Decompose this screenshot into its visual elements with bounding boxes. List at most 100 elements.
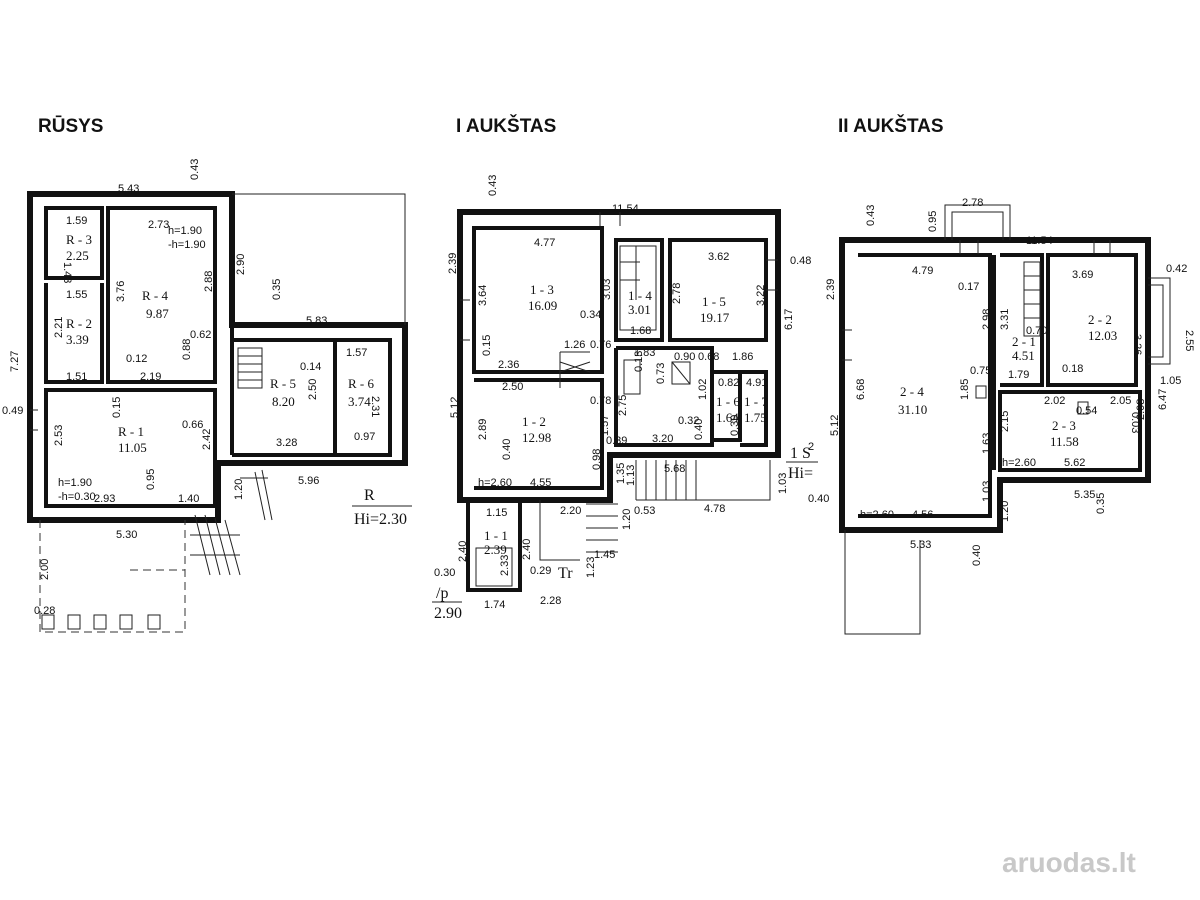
dim: 1.26 (564, 339, 585, 351)
dim: 0.34 (580, 309, 601, 321)
dim: 2.98 (981, 309, 993, 330)
room-r5-area: 8.20 (272, 394, 295, 409)
dim: 1.05 (1160, 375, 1181, 387)
dim: 0.30 (434, 567, 455, 579)
dim: 2.05 (1110, 395, 1131, 407)
dim: 3.20 (652, 433, 673, 445)
dim: 0.97 (354, 431, 375, 443)
dim: 2.55 (1183, 330, 1195, 351)
dim: 1.40 (178, 493, 199, 505)
dim: 5.62 (1064, 457, 1085, 469)
dim: 0.48 (790, 255, 811, 267)
dim: 2.39 (825, 279, 837, 300)
dim: 1.15 (486, 507, 507, 519)
dim: 0.62 (190, 329, 211, 341)
dim: 2.93 (94, 493, 115, 505)
room-2-2-area: 12.03 (1088, 328, 1117, 343)
dim: 11.54 (1026, 235, 1053, 247)
dim: 1.63 (981, 433, 993, 454)
dim: 5.83 (306, 315, 327, 327)
dim: 3.62 (708, 251, 729, 263)
dim: 1.59 (66, 215, 87, 227)
dim: 0.82 (718, 377, 739, 389)
dim: 1.13 (625, 465, 637, 486)
dim: 6.68 (855, 379, 867, 400)
dim: 2.90 (235, 254, 247, 275)
dim: 0.68 (698, 351, 719, 363)
room-2-3-area: 11.58 (1050, 434, 1079, 449)
dim: 2.42 (201, 429, 213, 450)
dim: 0.15 (111, 397, 123, 418)
room-r2-id: R - 2 (66, 316, 92, 331)
dim: 1.20 (621, 509, 633, 530)
dim: 0.49 (2, 405, 23, 417)
room-1-3-id: 1 - 3 (530, 282, 554, 297)
dim: 1.68 (630, 325, 651, 337)
dim: 2.00 (39, 559, 51, 580)
dim: 3.03 (601, 279, 613, 300)
dim: 6.47 (1157, 389, 1169, 410)
dim: 0.53 (634, 505, 655, 517)
title-basement: RŪSYS (38, 116, 103, 137)
dim: 0.78 (590, 395, 611, 407)
dim: 0.18 (1062, 363, 1083, 375)
label-1s-sup: 2 (808, 441, 814, 453)
room-1-5-id: 1 - 5 (702, 294, 726, 309)
watermark-logo: aruodas.lt (1002, 847, 1136, 878)
dim: 3.26 (1131, 334, 1143, 355)
dim: 1.57 (599, 415, 611, 436)
dim: 0.43 (865, 205, 877, 226)
dim: 0.13 (633, 351, 645, 372)
room-2-1-area: 4.51 (1012, 348, 1035, 363)
dim: 0.12 (126, 353, 147, 365)
dim: 2.39 (447, 253, 459, 274)
dim: 0.29 (530, 565, 551, 577)
dim: 5.35 (1074, 489, 1095, 501)
dim: 3.64 (477, 285, 489, 306)
dim: 3.28 (276, 437, 297, 449)
basement-plan: R - 3 2.25 R - 2 3.39 R - 4 9.87 R - 1 1… (2, 159, 412, 633)
dim: 0.70 (1026, 325, 1047, 337)
dim: 7.27 (9, 351, 21, 372)
dim: 4.77 (534, 237, 555, 249)
label-tr: Tr (558, 565, 573, 582)
dim: 0.90 (674, 351, 695, 363)
room-1-5-area: 19.17 (700, 310, 730, 325)
dim: 2.20 (560, 505, 581, 517)
label-r: R (364, 487, 375, 504)
dim: 4.79 (912, 265, 933, 277)
room-r1-area: 11.05 (118, 440, 147, 455)
dim: 0.76 (590, 339, 611, 351)
room-1-6-area: 1.64 (716, 410, 739, 425)
dim: 2.31 (369, 396, 381, 417)
dim: 1.02 (697, 379, 709, 400)
dim: 2.50 (502, 381, 523, 393)
dim: 0.75 (970, 365, 991, 377)
dim: 2.28 (540, 595, 561, 607)
dim: 0.32 (678, 415, 699, 427)
room-1-1-id: 1 - 1 (484, 528, 508, 543)
dim: 0.35 (1095, 493, 1107, 514)
dim: 4.91 (746, 377, 767, 389)
dim: 0.39 (606, 435, 627, 447)
dim: 0.28 (34, 605, 55, 617)
dim: 4.78 (704, 503, 725, 515)
dim: 6.17 (783, 309, 795, 330)
title-floor2: II AUKŠTAS (838, 115, 944, 137)
dim: 2.36 (498, 359, 519, 371)
dim: 5.68 (664, 463, 685, 475)
room-2-4-id: 2 - 4 (900, 384, 924, 399)
dim: 1.03 (981, 481, 993, 502)
dim: 1.20 (999, 501, 1011, 522)
room-2-3-id: 2 - 3 (1052, 418, 1076, 433)
room-2-2-id: 2 - 2 (1088, 312, 1112, 327)
room-1-1-area: 2.39 (484, 542, 507, 557)
dim: h=2.60 (1002, 457, 1036, 469)
room-r2-area: 3.39 (66, 332, 89, 347)
room-1-2-id: 1 - 2 (522, 414, 546, 429)
room-1-4-area: 3.01 (628, 302, 651, 317)
dim: 2.53 (53, 425, 65, 446)
dim: 2.73 (148, 219, 169, 231)
dim: 2.88 (203, 271, 215, 292)
dim: 5.43 (118, 183, 139, 195)
